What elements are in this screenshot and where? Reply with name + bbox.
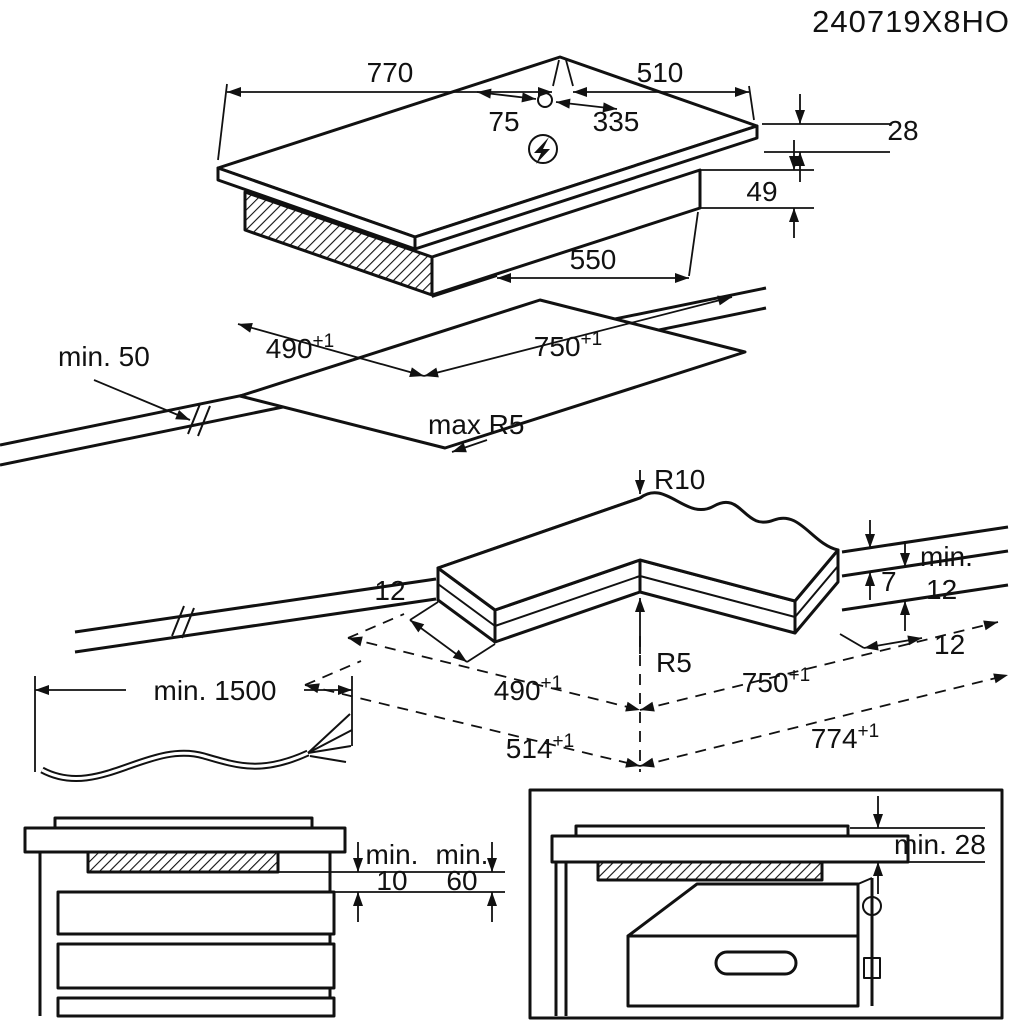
dim-hole-offset-b: 335 — [555, 98, 640, 137]
break-ticks-2 — [171, 605, 195, 639]
electrical-connection-icon — [528, 134, 558, 164]
svg-text:min. 50: min. 50 — [58, 341, 150, 372]
dim-hob-depth: 510 — [565, 57, 755, 121]
svg-text:490+1: 490+1 — [494, 673, 562, 706]
rebate-ref-line-bottom — [841, 583, 1009, 612]
svg-text:12: 12 — [926, 574, 957, 605]
dim-hob-width: 770 — [217, 57, 560, 161]
svg-text:min. 28: min. 28 — [894, 829, 986, 860]
dim-rebate-depth: 7 — [865, 520, 897, 600]
dim-cutout-width: 750+1 — [423, 295, 733, 378]
dim-ledge-right: 12 — [839, 629, 965, 660]
model-code: 240719X8HO — [812, 4, 1010, 39]
dim-inner-width: 750+1 — [639, 620, 999, 712]
svg-text:max R5: max R5 — [428, 409, 524, 440]
dim-cutout-corner-radius: max R5 — [428, 409, 524, 453]
dim-hob-drawer-gap: min. 10 — [353, 839, 419, 922]
cable-wire-ends — [307, 713, 353, 763]
dim-cutout-depth: 490+1 — [237, 322, 425, 378]
svg-text:28: 28 — [887, 115, 918, 146]
dim-front-clearance: min. 50 — [58, 341, 191, 421]
oven-side-edge — [857, 877, 873, 885]
svg-text:550: 550 — [570, 244, 617, 275]
dim-glass-thickness: 28 — [762, 94, 919, 182]
oven-knob — [862, 896, 882, 916]
dim-outer-depth: 514+1 — [304, 683, 641, 768]
hob-glass-section — [53, 816, 314, 830]
hob-body-section-2 — [596, 860, 824, 882]
dashed-ext-left-2 — [304, 660, 362, 686]
rebate-corner-block — [436, 491, 840, 644]
dim-inner-depth: 490+1 — [347, 636, 641, 712]
worktop-section-2 — [550, 834, 910, 864]
worktop-section — [23, 826, 347, 854]
plinth — [56, 996, 336, 1018]
worktop2-edge-bottom — [74, 597, 437, 654]
hob-isometric-view: 75 335 770 510 — [216, 55, 919, 298]
svg-text:490+1: 490+1 — [266, 331, 334, 364]
cable-view: min. 1500 — [34, 675, 353, 783]
svg-text:514+1: 514+1 — [506, 731, 574, 764]
dim-outer-width: 774+1 — [639, 673, 1009, 768]
hob-glass-edge-right — [413, 124, 759, 251]
drawer-bottom — [56, 942, 336, 990]
dim-outer-corner-radius: R10 — [635, 464, 705, 495]
svg-text:750+1: 750+1 — [742, 665, 810, 698]
svg-text:10: 10 — [376, 865, 407, 896]
svg-text:min.: min. — [366, 839, 419, 870]
dim-body-height: 49 — [700, 140, 814, 238]
dim-inner-corner-radius: R5 — [635, 598, 692, 678]
svg-text:49: 49 — [746, 176, 777, 207]
svg-text:770: 770 — [367, 57, 414, 88]
detail-frame — [528, 788, 1004, 1020]
dim-min-remaining: min. 12 — [900, 541, 973, 631]
svg-text:335: 335 — [593, 106, 640, 137]
svg-text:R5: R5 — [656, 647, 692, 678]
svg-text:R10: R10 — [654, 464, 705, 495]
svg-text:min.: min. — [436, 839, 489, 870]
svg-text:12: 12 — [934, 629, 965, 660]
break-ticks — [187, 403, 211, 437]
base-cabinet-view: min. 10 min. 60 — [23, 816, 505, 1018]
oven-handle — [714, 950, 798, 976]
drawer-top — [56, 890, 336, 936]
svg-text:774+1: 774+1 — [811, 721, 879, 754]
block-top-face — [436, 491, 840, 612]
svg-text:12: 12 — [374, 575, 405, 606]
built-in-oven — [626, 877, 882, 1008]
rebate-step-line — [437, 565, 839, 627]
svg-text:7: 7 — [881, 566, 897, 597]
dim-ventilation-gap: min. 60 — [436, 839, 497, 922]
dim-oven-clearance: min. 28 — [873, 796, 986, 894]
oven-socket — [863, 957, 881, 979]
worktop-cutout-view: min. 50 490+1 750+1 max R5 — [0, 286, 767, 467]
cable-length-label: min. 1500 — [154, 675, 277, 706]
mains-cable-core — [41, 751, 309, 781]
svg-text:min.: min. — [920, 541, 973, 572]
rebate-ref-line-mid — [841, 549, 1009, 578]
svg-text:60: 60 — [446, 865, 477, 896]
svg-text:510: 510 — [637, 57, 684, 88]
hob-body-section — [86, 850, 280, 874]
dashed-ext-left-1 — [347, 613, 405, 639]
flush-frame-view: R10 R5 12 7 min. 12 12 — [74, 464, 1009, 772]
svg-text:75: 75 — [488, 106, 519, 137]
oven-cabinet-view: min. 28 — [528, 788, 1004, 1020]
dim-body-width: 550 — [431, 211, 699, 298]
hob-glass-section-2 — [574, 824, 850, 838]
worktop2-edge-top — [74, 577, 437, 634]
oven-top — [626, 882, 860, 938]
svg-text:750+1: 750+1 — [534, 329, 602, 362]
